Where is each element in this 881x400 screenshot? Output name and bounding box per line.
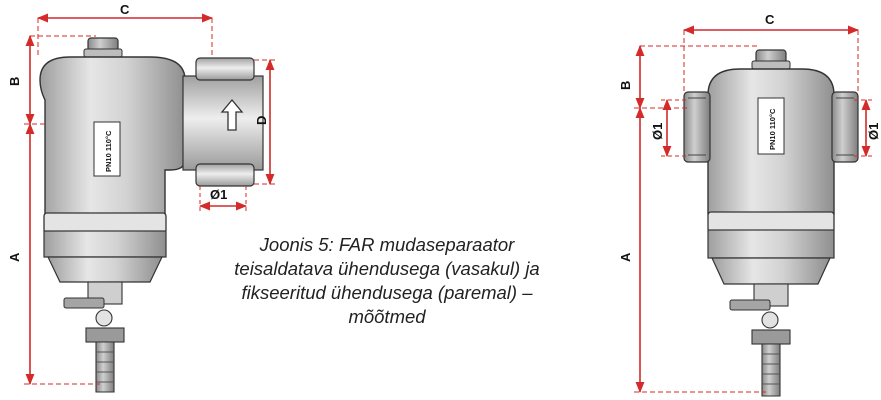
left-label-plate-text: PN10 110°C [104,130,113,172]
left-label-plate [93,121,121,177]
right-drain-valve-knob [761,311,779,329]
caption-line-3: fikseeritud ühendusega (paremal) – [241,282,533,303]
right-dim-o1-right-label: Ø1 [866,123,881,140]
right-separator-figure: PN10 110°C C B A Ø1 [618,12,881,397]
right-left-connection [683,91,711,163]
left-lower-nut [195,163,255,187]
right-hose-tail [761,343,781,397]
left-dim-b-label: B [7,77,22,86]
right-right-connection [831,91,859,163]
right-drain-nut [751,329,791,345]
right-bottom-band [707,211,835,233]
right-dim-o1-left-label: Ø1 [650,123,665,140]
left-drain-valve-handle [63,297,105,309]
left-upper-nut [195,57,255,81]
left-hose-tail [95,341,115,393]
caption-line-1: Joonis 5: FAR mudaseparaator [259,234,515,255]
left-bottom-band [43,212,167,234]
right-drain-valve-handle [729,299,771,311]
left-pipe-body [182,75,264,171]
left-dim-o1-label: Ø1 [210,187,227,202]
left-dim-a-label: A [7,252,22,262]
left-dim-c-label: C [120,2,130,17]
right-label-plate-text: PN10 110°C [768,108,777,150]
caption-line-4: mõõtmed [348,306,426,327]
right-label-plate [757,97,785,155]
left-drain-nut [85,327,125,343]
right-dim-c-label: C [765,12,775,27]
left-separator-figure: PN10 110°C C B A D [7,2,276,393]
left-flow-arrow-icon [220,98,244,131]
right-dim-a-label: A [618,252,633,262]
left-dim-d-label: D [254,116,269,125]
left-drain-valve-knob [95,309,113,327]
figure-caption: Joonis 5: FAR mudaseparaator teisaldatav… [222,233,552,329]
right-dim-b-label: B [618,81,633,90]
caption-line-2: teisaldatava ühendusega (vasakul) ja [234,258,540,279]
